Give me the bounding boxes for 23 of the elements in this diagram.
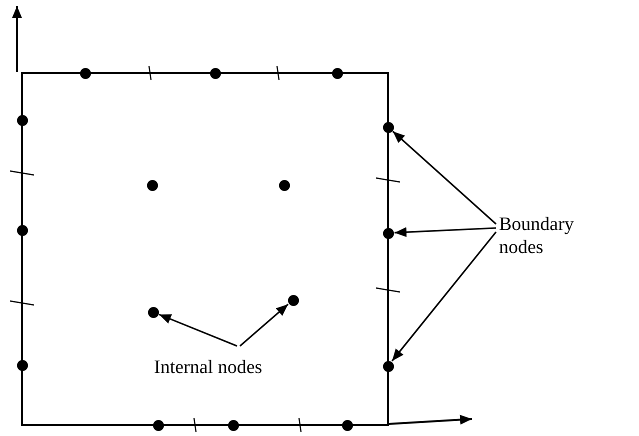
node-dot — [146, 180, 158, 190]
node-dot — [278, 180, 290, 190]
leader-line — [394, 227, 496, 238]
node-dot — [382, 122, 394, 132]
leader-line — [392, 130, 497, 225]
callout-label: Boundary nodes — [499, 213, 589, 259]
node-dot — [16, 224, 28, 236]
node-dot — [210, 68, 220, 78]
node-dot — [16, 114, 28, 126]
node-dot — [288, 294, 298, 306]
node-dot — [16, 360, 28, 370]
node-dot — [148, 306, 158, 318]
node-dot — [228, 420, 238, 430]
node-dot — [332, 68, 342, 78]
node-dot — [382, 360, 394, 372]
callout-label: Internal nodes — [154, 356, 294, 379]
leader-line — [391, 232, 497, 362]
node-dot — [80, 68, 90, 78]
node-dot — [382, 228, 394, 238]
node-dot — [342, 420, 352, 430]
node-dot — [152, 420, 164, 430]
leader-line — [158, 314, 238, 347]
leader-line — [239, 304, 289, 347]
